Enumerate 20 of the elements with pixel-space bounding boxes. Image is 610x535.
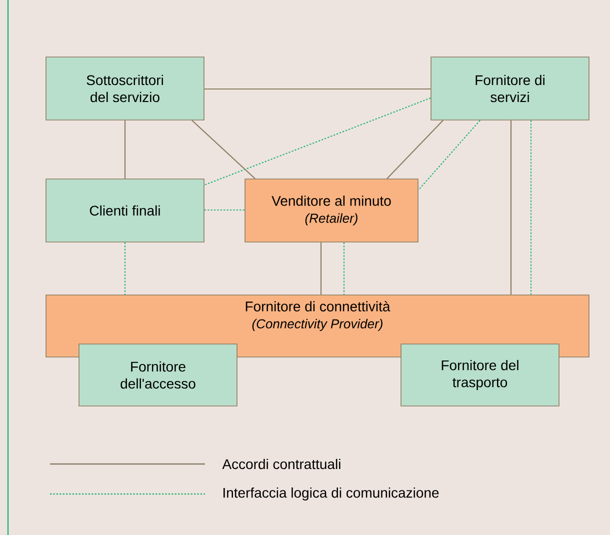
role-box: Fornitore dell'accesso <box>78 344 238 406</box>
legend-text: Interfaccia logica di comunicazione <box>224 487 439 501</box>
role-box: Sottoscrittori del servizio <box>46 56 204 120</box>
connector-line <box>386 120 444 179</box>
connector-line <box>204 97 431 186</box>
role-box: Clienti finali <box>46 178 204 242</box>
legend-text: Accordi contrattuali <box>222 458 340 470</box>
connector-line <box>124 120 126 179</box>
connector-line <box>204 209 245 211</box>
connector-line <box>192 120 256 179</box>
provider-box: Venditore al minuto (Retailer) <box>244 178 418 242</box>
role-box: Fornitore di servizi <box>430 56 590 120</box>
connector-line <box>124 242 126 295</box>
connector-line <box>530 120 532 295</box>
role-box: Fornitore del trasporto <box>400 344 560 406</box>
connector-line <box>510 120 512 295</box>
connector-line <box>320 242 322 295</box>
connector-line <box>418 120 480 190</box>
connector-line <box>204 88 431 90</box>
connector-line <box>343 242 345 295</box>
